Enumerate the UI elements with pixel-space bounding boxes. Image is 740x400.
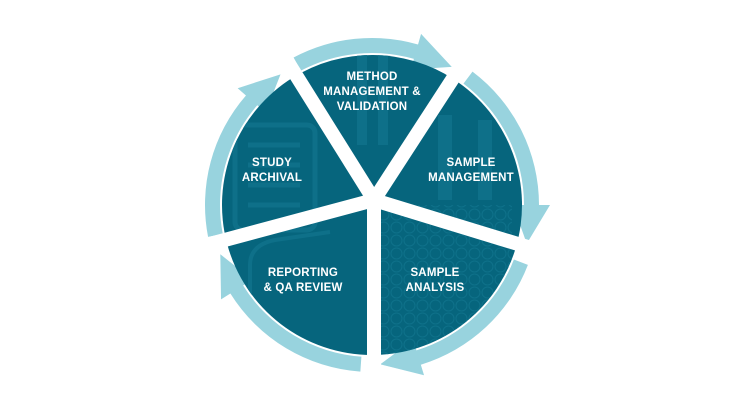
arrow-to-method xyxy=(205,74,281,237)
slice-method xyxy=(292,54,454,200)
slice-archival xyxy=(222,77,374,244)
cycle-arrows xyxy=(205,33,550,376)
stage-label-reporting: REPORTING & QA REVIEW xyxy=(263,267,342,294)
svg-text:REPORTING& QA REVIEW: REPORTING & QA REVIEW xyxy=(263,267,342,294)
slice-dividers xyxy=(201,46,546,377)
label-line: SAMPLE xyxy=(446,157,495,169)
arrow-to-sample-analysis xyxy=(463,71,550,244)
label-line: REPORTING xyxy=(268,267,338,279)
slice-reporting xyxy=(227,200,374,355)
divider-gap xyxy=(201,193,376,253)
label-line: & QA REVIEW xyxy=(263,282,342,294)
label-line: METHOD xyxy=(346,71,397,83)
tube-icon xyxy=(438,115,452,200)
label-line: ARCHIVAL xyxy=(242,172,302,184)
divider-gap xyxy=(368,47,477,204)
label-line: ANALYSIS xyxy=(406,282,465,294)
label-line: VALIDATION xyxy=(337,101,408,113)
tube-icon xyxy=(478,120,492,200)
label-line: SAMPLE xyxy=(410,267,459,279)
report-icon xyxy=(248,230,331,330)
divider-gap xyxy=(274,46,380,204)
vial-icon xyxy=(357,55,367,145)
label-line: MANAGEMENT xyxy=(428,172,514,184)
stage-label-sample-analysis: SAMPLE ANALYSIS xyxy=(406,267,465,294)
stage-label-archival: STUDY ARCHIVAL xyxy=(242,157,302,184)
divider-gap xyxy=(371,193,546,259)
arrow-to-sample-management xyxy=(293,33,452,71)
label-line: STUDY xyxy=(252,157,292,169)
vial-icon xyxy=(378,55,388,145)
label-line: MANAGEMENT & xyxy=(323,86,421,98)
stage-label-sample-management: SAMPLE MANAGEMENT xyxy=(428,157,514,184)
stage-label-method: METHOD MANAGEMENT & VALIDATION xyxy=(323,71,421,113)
arrow-to-archival xyxy=(220,254,362,372)
arrow-to-reporting xyxy=(380,259,528,376)
